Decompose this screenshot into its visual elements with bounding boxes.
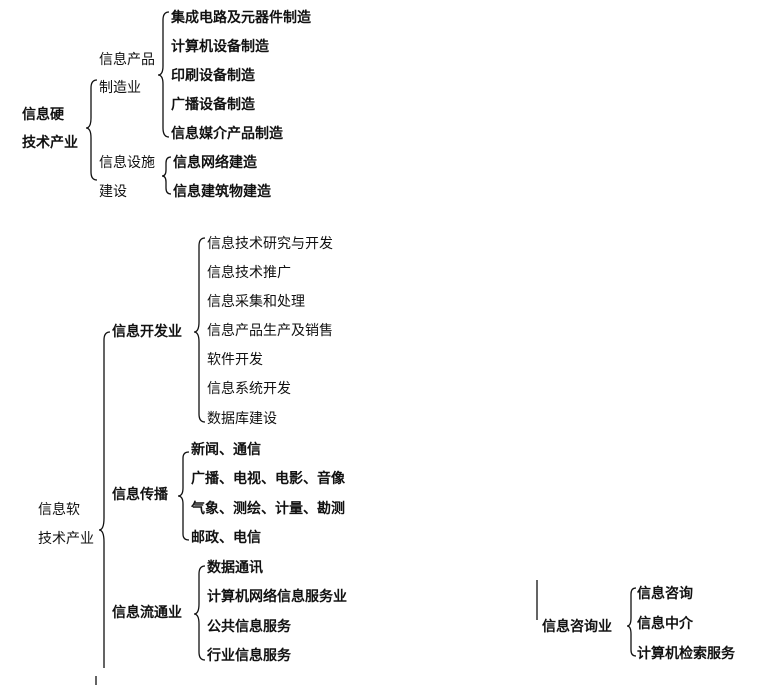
facilities-item: 信息建筑物建造: [173, 184, 271, 200]
circulation-item: 行业信息服务: [207, 648, 291, 664]
circulation-item: 计算机网络信息服务业: [207, 589, 347, 605]
communication-item: 新闻、通信: [191, 442, 261, 458]
development-label: 信息开发业: [112, 324, 182, 340]
development-item: 信息技术推广: [207, 265, 291, 281]
communication-item: 气象、测绘、计量、勘测: [191, 501, 345, 517]
manufacturing-item: 广播设备制造: [171, 97, 255, 113]
brace-software-root: [98, 331, 111, 668]
communication-item: 邮政、电信: [191, 530, 261, 546]
consulting-item: 信息咨询: [637, 586, 693, 602]
brace-consulting: [626, 587, 637, 657]
circulation-label: 信息流通业: [112, 605, 182, 621]
facilities-label-line2: 建设: [99, 184, 127, 200]
brace-communication: [177, 451, 190, 541]
consulting-item: 信息中介: [637, 616, 693, 632]
facilities-item: 信息网络建造: [173, 155, 257, 171]
manufacturing-label-line2: 制造业: [99, 80, 141, 96]
circulation-item: 公共信息服务: [207, 619, 291, 635]
development-item: 信息技术研究与开发: [207, 236, 333, 252]
software-root-label-line1: 信息软: [38, 502, 80, 518]
hardware-root-label-line1: 信息硬: [22, 107, 64, 123]
development-item: 信息产品生产及销售: [207, 323, 333, 339]
hardware-root-label-line2: 技术产业: [22, 135, 78, 151]
brace-circulation: [193, 565, 206, 661]
circulation-item: 数据通讯: [207, 560, 263, 576]
brace-hardware-root: [85, 79, 98, 181]
communication-label: 信息传播: [112, 487, 168, 503]
consulting-label: 信息咨询业: [542, 619, 612, 635]
manufacturing-item: 信息媒介产品制造: [171, 126, 283, 142]
brace-manufacturing: [157, 11, 170, 138]
development-item: 数据库建设: [207, 411, 277, 427]
software-root-label-line2: 技术产业: [38, 531, 94, 547]
manufacturing-item: 印刷设备制造: [171, 68, 255, 84]
manufacturing-item: 集成电路及元器件制造: [171, 10, 311, 26]
consulting-item: 计算机检索服务: [637, 646, 735, 662]
brace-facilities: [161, 156, 172, 195]
manufacturing-item: 计算机设备制造: [171, 39, 269, 55]
development-item: 软件开发: [207, 352, 263, 368]
development-item: 信息采集和处理: [207, 294, 305, 310]
facilities-label-line1: 信息设施: [99, 155, 155, 171]
communication-item: 广播、电视、电影、音像: [191, 471, 345, 487]
brace-development: [193, 237, 206, 423]
manufacturing-label-line1: 信息产品: [99, 52, 155, 68]
development-item: 信息系统开发: [207, 381, 291, 397]
